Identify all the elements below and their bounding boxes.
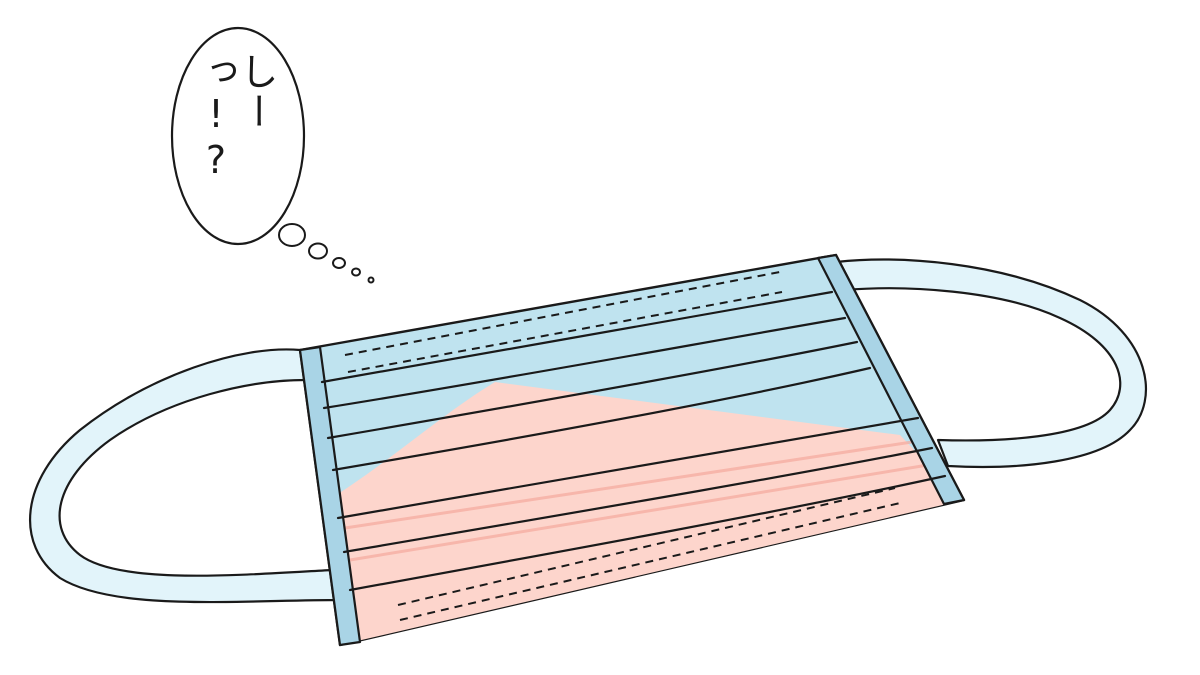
mask-left-edge (298, 345, 362, 647)
mask-stitching-top (344, 271, 783, 373)
thought-bubble (170, 26, 306, 246)
mask-right-edge (816, 253, 966, 506)
mask-stitching-bottom (397, 487, 901, 621)
left-ear-strap (29, 348, 342, 604)
thought-bubble-trail (278, 223, 375, 284)
mask-pleats (320, 290, 947, 592)
right-ear-strap (834, 258, 1148, 469)
mask-inner-pink (320, 382, 964, 645)
thought-bubble-text: しーっ!? (194, 52, 278, 184)
